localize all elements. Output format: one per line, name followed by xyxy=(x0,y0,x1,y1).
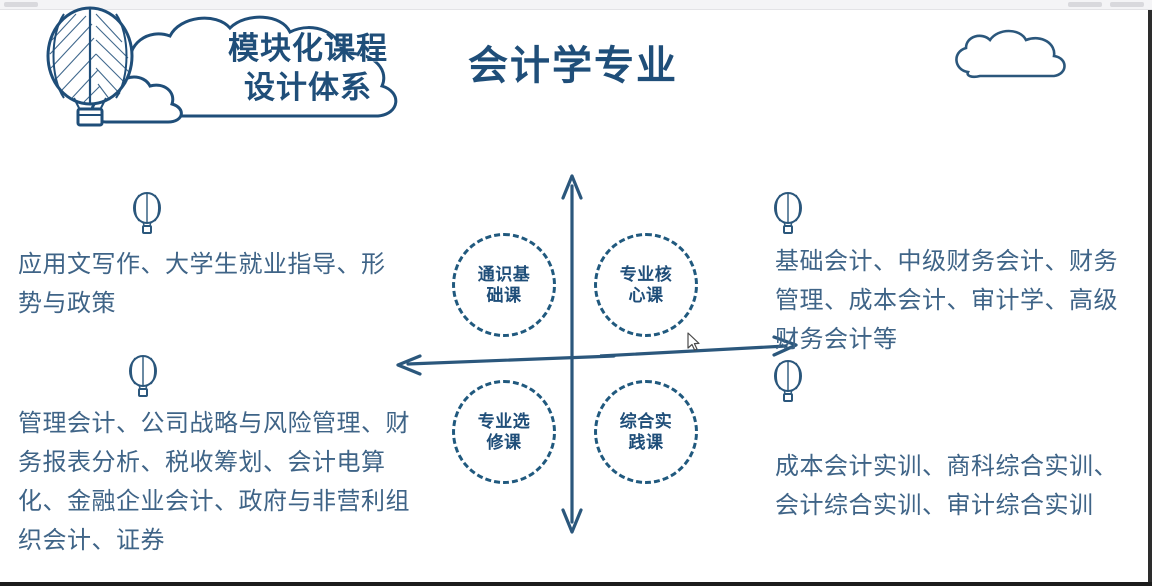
axis-cross-svg xyxy=(396,174,616,534)
header-badge-line2: 设计体系 xyxy=(244,69,372,105)
axis-right-svg xyxy=(598,335,798,358)
cloud-icon-right xyxy=(950,28,1070,86)
bubble-major-elective[interactable]: 专业选 修课 xyxy=(452,380,556,484)
bubble-tl-line2: 础课 xyxy=(486,286,522,305)
bubble-bl-line1: 专业选 xyxy=(477,411,531,431)
balloon-svg-tr xyxy=(774,192,802,234)
bubble-bl-line2: 修课 xyxy=(486,433,522,452)
balloon-svg-bl xyxy=(129,355,157,397)
bubble-major-core[interactable]: 专业核 心课 xyxy=(594,233,698,337)
header-badge-line1: 模块化课程 xyxy=(228,31,388,66)
balloon-svg-tl xyxy=(133,192,161,234)
bubble-tr-line1: 专业核 xyxy=(619,264,673,284)
window-edge-right xyxy=(1148,10,1152,582)
bubble-general-education[interactable]: 通识基 础课 xyxy=(452,233,556,337)
header-artwork: 模块化课程 设计体系 xyxy=(30,6,450,128)
bubble-comprehensive-practice[interactable]: 综合实 践课 xyxy=(594,380,698,484)
quadrant-text-bottom-right: 成本会计实训、商科综合实训、会计综合实训、审计综合实训 xyxy=(775,453,1118,519)
arrow-up-icon xyxy=(561,174,583,200)
axis-right-arrow-group xyxy=(598,330,800,370)
quadrant-axis-cross xyxy=(392,168,622,540)
balloon-svg-br xyxy=(774,360,802,402)
window-edge-bottom xyxy=(0,582,1152,586)
page-title: 会计学专业 xyxy=(468,44,678,88)
axis-horizontal-right xyxy=(598,344,788,358)
app-chrome-strip xyxy=(0,0,1152,10)
bubble-br-line2: 践课 xyxy=(628,433,664,452)
chrome-pill-right-2 xyxy=(1110,2,1144,7)
chrome-pill-left xyxy=(4,2,38,7)
quadrant-text-top-right: 基础会计、中级财务会计、财务管理、成本会计、审计学、高级财务会计等 xyxy=(775,248,1118,353)
header-balloon-icon xyxy=(46,6,134,127)
quadrant-text-bottom-left: 管理会计、公司战略与风险管理、财务报表分析、税收筹划、会计电算化、金融企业会计、… xyxy=(18,410,410,554)
hot-air-balloon-icon-top-right xyxy=(771,192,805,236)
chrome-pill-right-1 xyxy=(1068,2,1102,7)
bubble-tl-line1: 通识基 xyxy=(477,264,531,284)
arrow-down-icon xyxy=(561,508,583,534)
arrow-left-icon xyxy=(396,354,422,376)
header-badge-title: 模块化课程 设计体系 xyxy=(208,30,408,108)
arrow-right-icon xyxy=(772,335,798,357)
bubble-tr-line2: 心课 xyxy=(628,286,664,305)
bubble-br-line1: 综合实 xyxy=(619,411,673,431)
quadrant-text-top-left: 应用文写作、大学生就业指导、形势与政策 xyxy=(18,251,386,317)
axis-horizontal xyxy=(406,354,616,366)
hot-air-balloon-icon-top-left xyxy=(130,192,164,236)
hot-air-balloon-icon-bottom-right xyxy=(771,360,805,404)
hot-air-balloon-icon-bottom-left xyxy=(126,355,160,399)
header-balloon-cloud-svg xyxy=(46,6,398,127)
cloud-right-svg xyxy=(955,29,1066,79)
